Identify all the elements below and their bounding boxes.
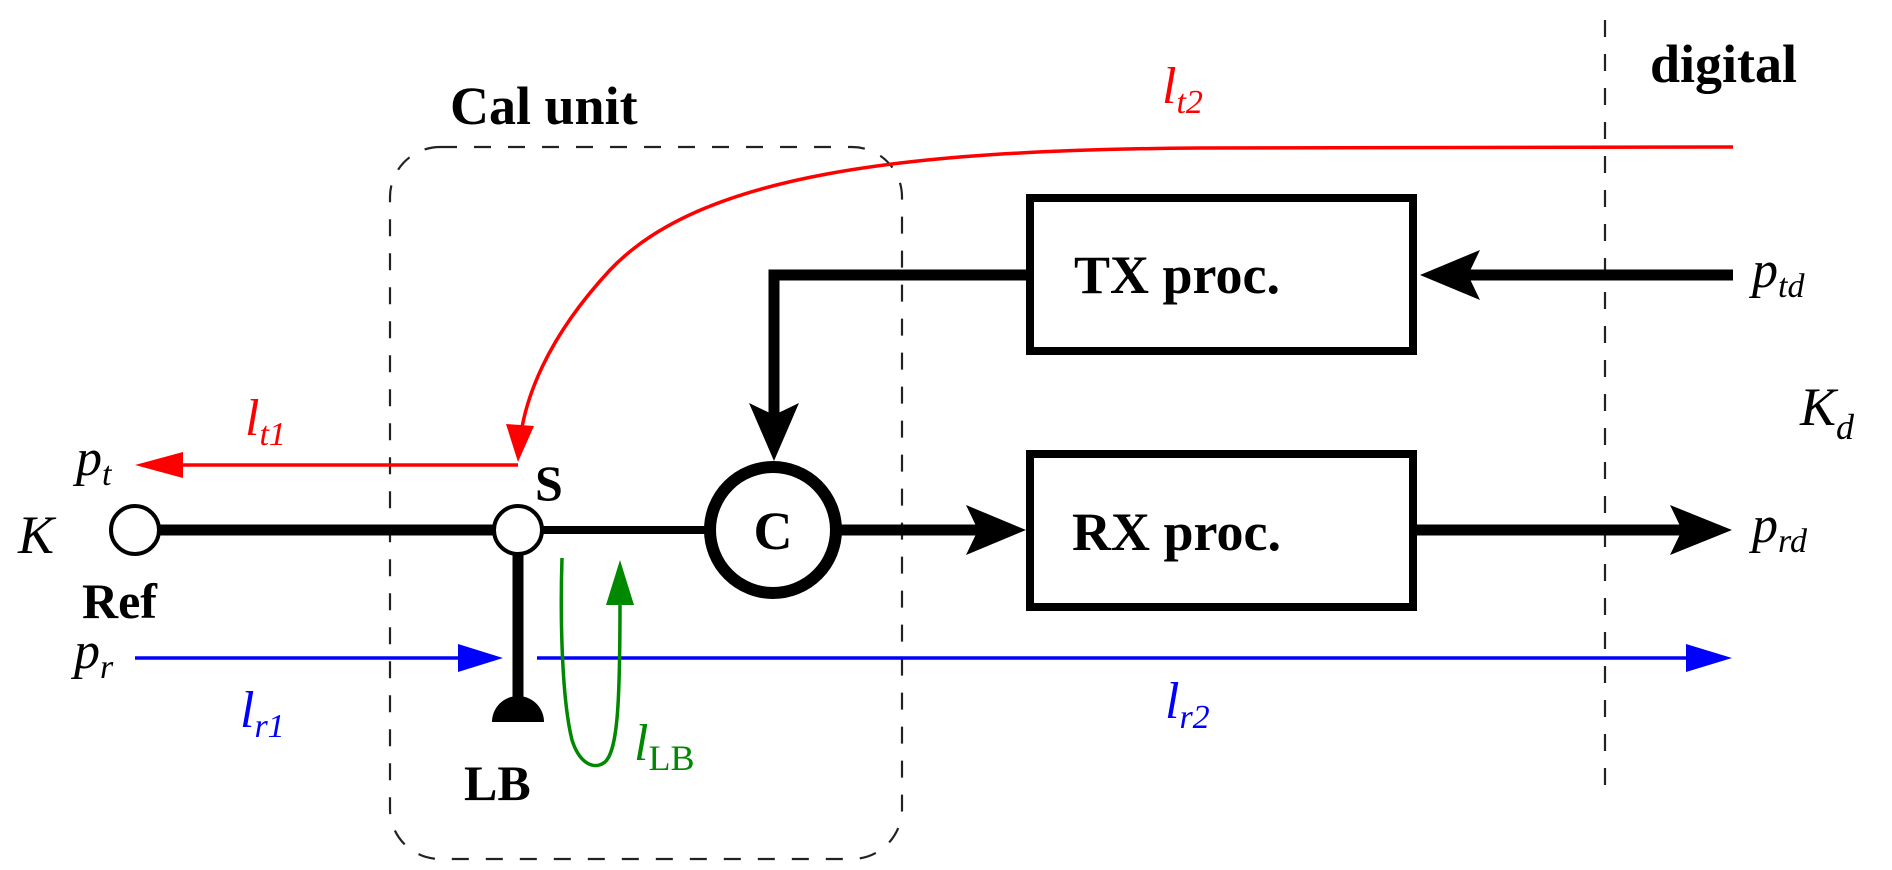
tx-proc-block [1026, 194, 1417, 355]
coupler-to-rx-arrowhead [966, 505, 1026, 555]
l-r1-label: lr1 [240, 682, 285, 745]
rx-proc-label: RX proc. [1072, 502, 1281, 562]
l-r2-arrowhead [1686, 644, 1732, 672]
switch-label: S [535, 455, 563, 511]
switch-node [492, 504, 544, 556]
tx-to-coupler-line [768, 269, 1026, 430]
tx-in-arrowhead [1420, 250, 1480, 300]
p-rd-label: prd [1748, 497, 1808, 560]
loopback-path [559, 557, 634, 768]
l-t1-label: lt1 [245, 390, 286, 453]
p-rd-arrowhead [1670, 505, 1732, 555]
ref-label: Ref [82, 573, 158, 629]
l-t2-arrowhead [506, 424, 534, 462]
k-label: K [17, 505, 57, 565]
p-td-label: ptd [1748, 242, 1805, 305]
tx-proc-label: TX proc. [1074, 245, 1280, 305]
l-r1-arrowhead [458, 644, 503, 672]
l-r2-label: lr2 [1165, 673, 1210, 736]
tx-to-coupler-arrowhead [749, 403, 799, 461]
coupler-node [704, 461, 842, 599]
l-lb-curve [559, 557, 622, 768]
tx-path [135, 145, 1734, 478]
cal-unit-boundary [388, 145, 904, 861]
cal-unit-label: Cal unit [450, 76, 638, 136]
l-t2-curve [518, 145, 1734, 441]
l-t1-arrowhead [135, 452, 183, 478]
p-t-label: pt [72, 430, 113, 493]
l-t2-label: lt2 [1162, 58, 1203, 121]
l-lb-label: lLB [634, 715, 694, 778]
rx-proc-block [1026, 450, 1417, 611]
loopback-label: LB [464, 755, 531, 811]
p-r-label: pr [70, 623, 114, 686]
loopback-termination-icon [492, 696, 544, 722]
ref-node [109, 504, 161, 556]
rx-path [135, 644, 1732, 672]
k-d-label: Kd [1799, 377, 1855, 447]
l-lb-arrowhead [606, 560, 634, 605]
coupler-label: C [754, 501, 793, 561]
main-path [160, 250, 1733, 722]
digital-label: digital [1650, 34, 1797, 94]
